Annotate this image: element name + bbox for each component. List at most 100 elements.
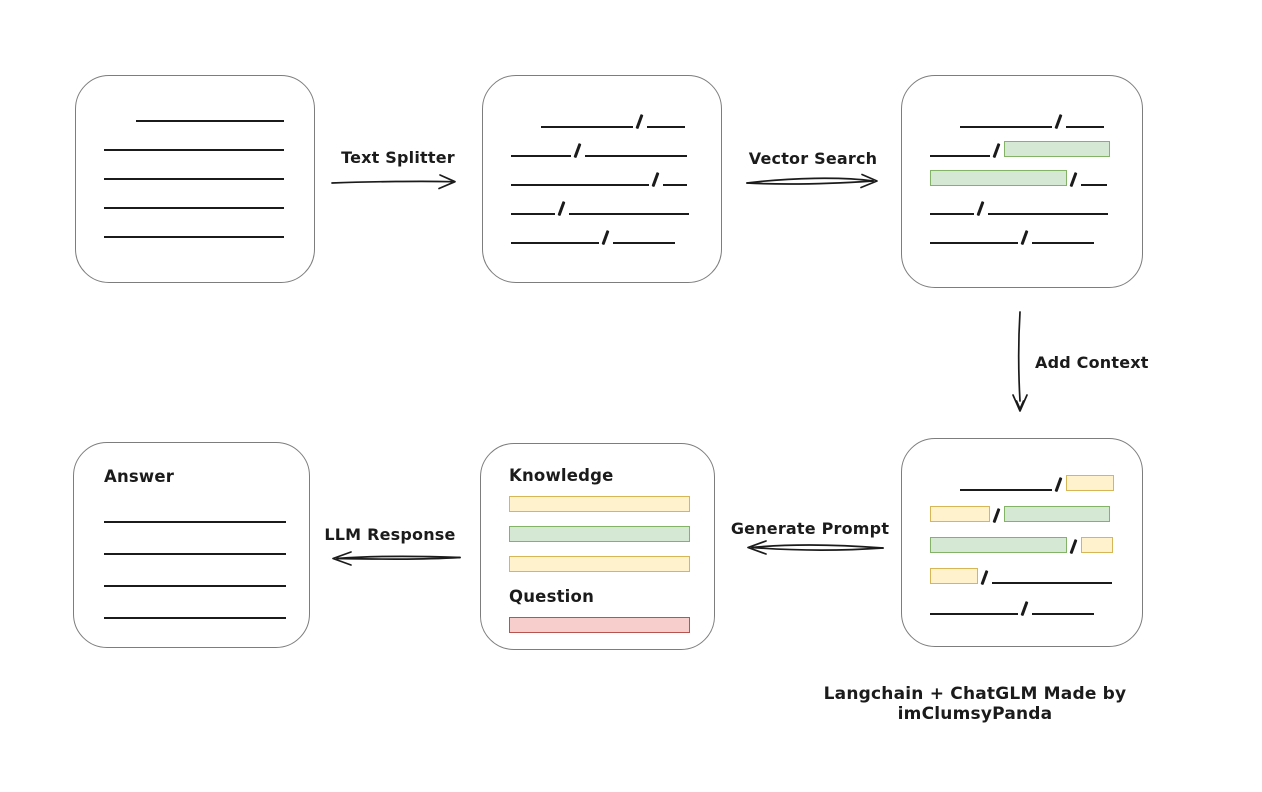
caption-credit: Langchain + ChatGLM Made by imClumsyPand… [823,684,1127,724]
text-fragment-row [104,93,314,122]
slash-separator [1069,172,1078,187]
knowledge-question-box: Knowledge Question [480,443,715,650]
vector-search-arrow-icon [746,173,878,189]
slash-separator [1054,477,1063,492]
text-fragment-row [930,128,1142,158]
red-highlight-bar [509,617,690,633]
text-fragment-row [930,522,1142,554]
text-line [104,149,284,151]
yellow-highlight-bar [930,506,990,522]
question-label: Question [509,587,595,606]
text-line [930,613,1018,615]
text-line [960,489,1052,491]
text-line [1080,184,1107,186]
text-line [930,242,1018,244]
text-line [930,155,990,157]
indent-spacer [930,127,960,128]
text-fragment-row [930,157,1142,187]
vector-matched-box [901,75,1143,288]
text-fragment-row [930,460,1142,492]
split-text-rows [483,76,721,245]
add-context-arrow-icon [1012,311,1028,412]
slash-separator [976,201,985,216]
text-line [104,207,284,209]
text-fragment-row [511,128,721,158]
text-line [511,213,555,215]
text-fragment-row [930,186,1142,216]
yellow-highlight-bar [930,568,978,584]
yellow-highlight-bar [1080,537,1113,553]
slash-separator [651,172,660,187]
answer-content: Answer [74,443,309,619]
yellow-highlight-bar [1065,475,1114,491]
text-line [646,126,685,128]
text-fragment-row [511,186,721,216]
slash-separator [992,508,1001,523]
text-fragment-row [104,180,314,209]
text-line [511,155,571,157]
text-line [104,583,286,587]
indent-spacer [930,490,960,491]
green-highlight-bar [509,526,690,542]
question-bars [509,607,690,633]
green-highlight-bar [1003,506,1110,522]
split-text-box [482,75,722,283]
generate-prompt-arrow-icon [747,540,884,555]
green-highlight-bar [930,537,1067,553]
slash-separator [992,143,1001,158]
text-line [104,178,284,180]
slash-separator [1069,539,1078,554]
prompt-context-rows [902,439,1142,616]
answer-text-lines [104,487,287,619]
text-fragment-row [104,209,314,238]
text-line [1031,242,1094,244]
text-line [1031,613,1094,615]
text-line [104,615,286,619]
document-text-lines [76,76,314,238]
text-fragment-row [930,491,1142,523]
slash-separator [1054,114,1063,129]
add-context-label: Add Context [1035,353,1149,372]
vector-matched-rows [902,76,1142,245]
knowledge-bars [509,486,690,572]
text-line [991,582,1112,584]
source-document-box [75,75,315,283]
text-splitter-label: Text Splitter [341,148,455,167]
answer-label: Answer [104,467,175,486]
text-fragment-row [930,99,1142,129]
text-line [612,242,675,244]
slash-separator [635,114,644,129]
text-line [541,126,633,128]
text-fragment-row [930,215,1142,245]
text-line [511,242,599,244]
slash-separator [601,230,610,245]
text-line [1065,126,1104,128]
text-line [930,213,974,215]
text-splitter-arrow-icon [331,174,456,190]
text-line [568,213,689,215]
text-line [104,551,286,555]
llm-response-label: LLM Response [324,525,456,544]
text-fragment-row [930,553,1142,585]
vector-search-label: Vector Search [748,149,878,168]
indent-spacer [104,121,136,122]
text-line [136,120,284,122]
llm-response-arrow-icon [332,551,461,566]
text-fragment-row [930,584,1142,616]
green-highlight-bar [930,170,1067,186]
text-line [662,184,687,186]
text-fragment-row [511,157,721,187]
generate-prompt-label: Generate Prompt [730,519,890,538]
text-line [584,155,687,157]
slash-separator [573,143,582,158]
text-line [987,213,1108,215]
slash-separator [1020,601,1029,616]
text-line [104,519,286,523]
knowledge-question-content: Knowledge Question [481,444,714,633]
yellow-highlight-bar [509,556,690,572]
text-fragment-row [104,122,314,151]
prompt-context-box [901,438,1143,647]
slash-separator [557,201,566,216]
slash-separator [1020,230,1029,245]
